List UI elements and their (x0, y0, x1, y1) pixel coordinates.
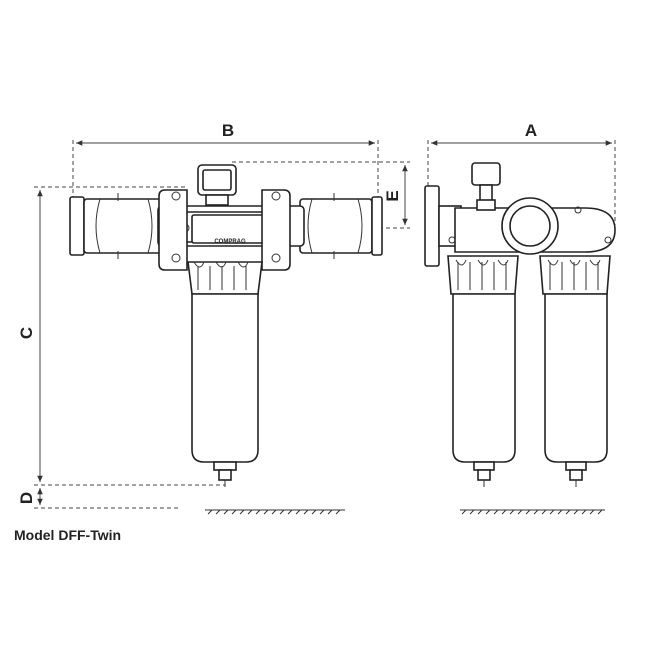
ground-line-left (205, 509, 345, 515)
manifold-side (448, 197, 616, 255)
mounting-bracket-right (261, 189, 291, 271)
dimension-d-label: D (17, 492, 36, 504)
dimension-a-label: A (525, 121, 537, 140)
mounting-bracket-left (158, 189, 188, 271)
brand-label: COMPRAG (214, 239, 246, 245)
dimension-a: A (427, 121, 616, 225)
filter-unit-2 (539, 255, 611, 487)
filter-bowl-front (191, 293, 259, 487)
front-view: B E C D (17, 121, 410, 515)
left-pipe-connection (69, 193, 163, 259)
dimension-e-label: E (383, 190, 402, 201)
pressure-gauge-front (197, 164, 237, 206)
right-pipe-connection (299, 193, 383, 259)
filter-head-front (187, 261, 263, 295)
dimension-c: C (17, 186, 225, 486)
side-view: A (424, 121, 616, 515)
pressure-gauge-side (471, 162, 501, 211)
dimension-d: D (17, 488, 180, 509)
ground-line-right (460, 509, 605, 515)
dimension-b: B (72, 121, 379, 215)
dimension-b-label: B (222, 121, 234, 140)
model-caption: Model DFF-Twin (14, 527, 122, 543)
filter-unit-1 (447, 255, 519, 487)
dimension-c-label: C (17, 327, 36, 339)
